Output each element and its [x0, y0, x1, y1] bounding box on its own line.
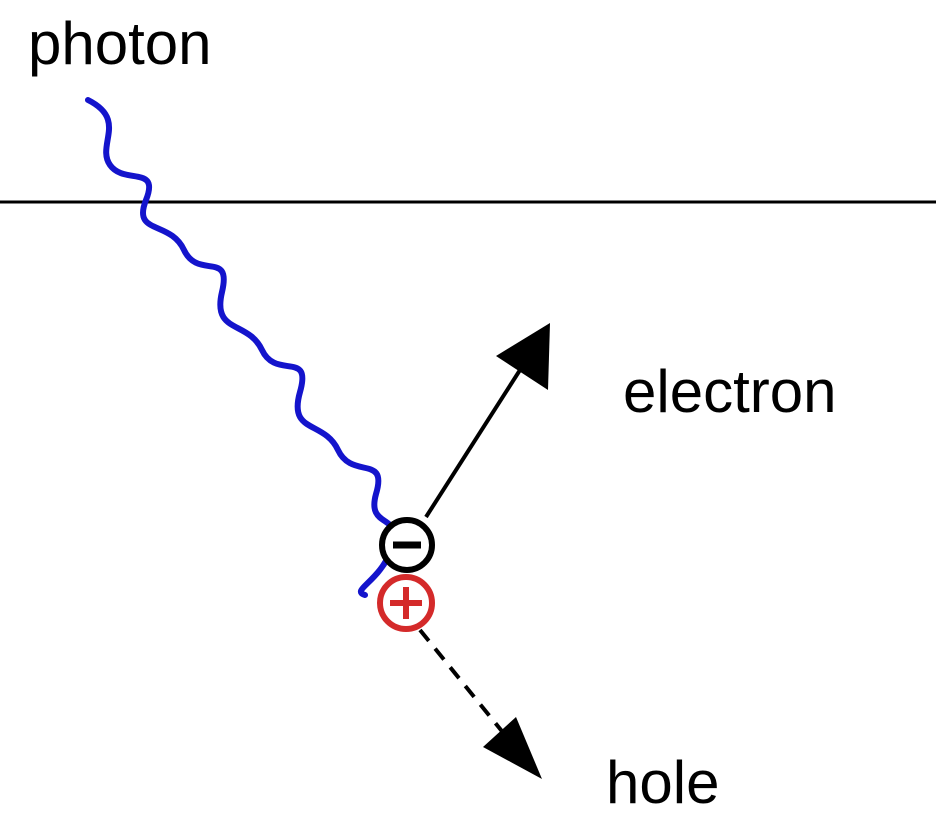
hole-charge [377, 574, 435, 632]
hole-label: hole [606, 749, 720, 816]
electron-trajectory [424, 368, 522, 519]
hole-trajectory [418, 628, 507, 737]
hole-arrowhead [483, 717, 542, 779]
photon-label: photon [28, 10, 212, 77]
electron-label: electron [623, 358, 837, 425]
photon-wave [85, 97, 398, 598]
electron-charge [379, 517, 435, 573]
electron-arrowhead [496, 323, 550, 390]
